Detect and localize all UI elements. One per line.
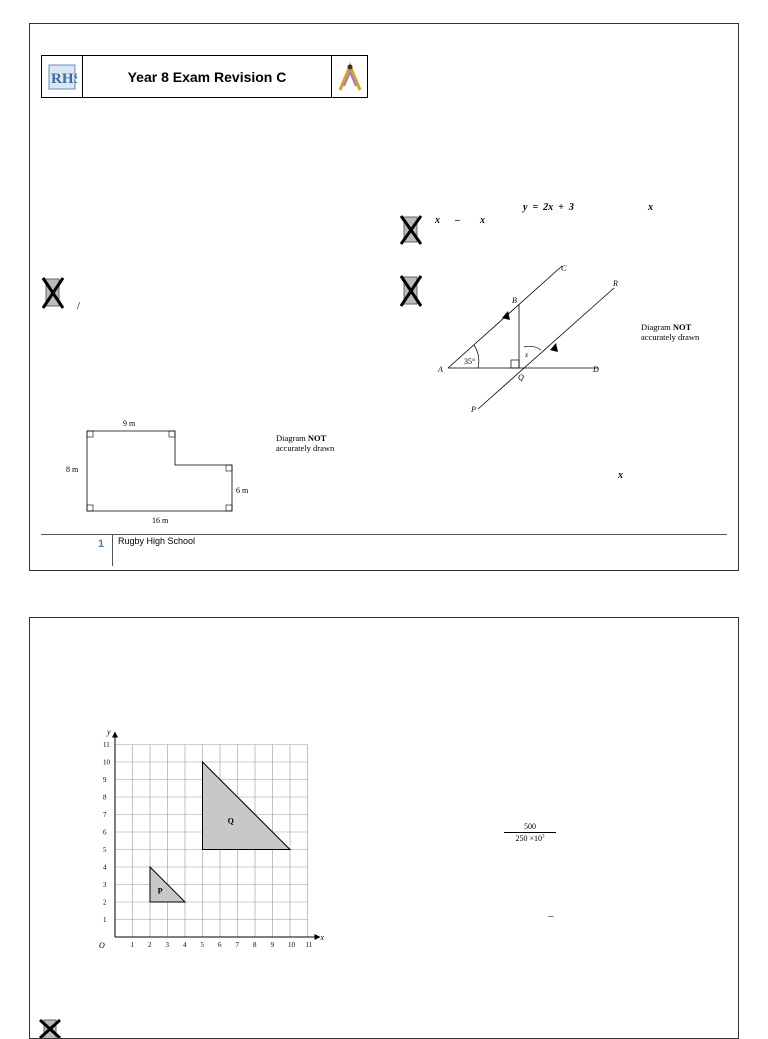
minus-sign: – [455,215,460,226]
footer-vdivider [112,534,113,566]
y-tick-label: 4 [103,864,107,872]
y-axis-arrow [112,731,118,738]
fraction-numerator: 500 [524,822,536,831]
y-tick-label: 7 [103,811,107,819]
equation-tail: x [648,202,653,213]
page-title: Year 8 Exam Revision C [127,68,287,85]
label-r: R [612,279,618,288]
school-name: Rugby High School [118,536,196,546]
shape-p-label: P [158,886,163,895]
y-axis-label: y [106,728,111,737]
y-tick-label: 5 [103,846,107,854]
calculator-crossed-icon-2 [42,277,64,309]
label-p: P [470,405,476,414]
label-c: C [561,264,567,273]
svg-text:RHS: RHS [51,71,77,87]
page-number: 1 [98,538,105,550]
calculator-crossed-icon [400,215,422,245]
x-tick-label: 6 [218,941,222,949]
x-tick-label: 2 [148,941,152,949]
x-tick-label: 11 [306,941,313,949]
label-b: B [512,296,517,305]
dash-mark: – [548,910,554,922]
equation: y = 2x + 3 [523,202,574,213]
angle-x: x [524,351,529,359]
x-tick-label: 7 [236,941,240,949]
x-tick-label: 1 [131,941,135,949]
diagram-note-angles: Diagram NOT accurately drawn [641,322,700,342]
label-q: Q [518,373,524,382]
x-tick-label: 9 [271,941,275,949]
x-tick-label: 4 [183,941,187,949]
y-tick-label: 1 [103,916,107,924]
label-a: A [437,365,443,374]
worksheet-page-1: RHS Year 8 Exam Revision C x – x y = 2x … [29,23,739,571]
calculator-crossed-icon-4 [38,1018,62,1038]
footer-divider [41,534,727,535]
origin-label: O [99,941,105,950]
shape-q-label: Q [228,816,234,825]
x-axis-label: x [320,933,325,942]
slash-mark: / [77,300,81,312]
y-tick-label: 6 [103,829,107,837]
y-tick-label: 8 [103,794,107,802]
var-x-bottom: x [618,470,623,481]
label-9m: 9 m [123,419,136,428]
var-x2: x [480,215,485,226]
label-d: D [592,365,599,374]
y-tick-label: 3 [103,881,107,889]
angle-35: 35° [464,357,475,366]
shape-p [149,865,187,903]
x-tick-label: 3 [166,941,170,949]
l-shape-diagram: 9 m 8 m 6 m 16 m [66,419,249,525]
label-16m: 16 m [152,516,169,525]
label-8m: 8 m [66,465,79,474]
fraction: 500 250 ×103 [500,822,560,843]
diagram-note-shape: Diagram NOT accurately drawn [276,433,335,453]
x-tick-label: 8 [253,941,257,949]
y-tick-label: 2 [103,899,107,907]
x-tick-label: 10 [288,941,296,949]
rhs-logo: RHS [42,56,83,97]
label-6m: 6 m [236,486,249,495]
compass-icon [338,61,361,91]
compass-logo [331,56,367,97]
y-tick-label: 11 [103,741,110,749]
calculator-crossed-icon-3 [400,275,422,307]
var-x1: x [435,215,440,226]
shape-q [202,760,292,850]
parallel-lines-diagram: A B C D P Q R 35° x [437,264,618,414]
rhs-logo-icon: RHS [48,64,77,89]
fraction-denominator: 250 ×103 [515,834,545,843]
x-axis-arrow [314,934,321,940]
x-tick-label: 5 [201,941,205,949]
fraction-bar [504,832,556,833]
header-box: RHS Year 8 Exam Revision C [41,55,368,98]
y-tick-label: 10 [103,759,111,767]
y-tick-label: 9 [103,776,107,784]
